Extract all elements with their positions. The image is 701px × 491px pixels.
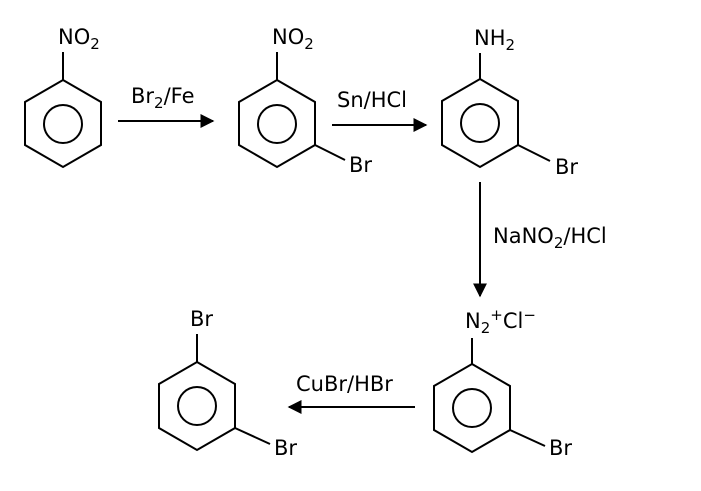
nitro-group-label: NO2 (58, 25, 100, 53)
bromo-label: Br (555, 155, 578, 179)
m-bromonitrobenzene: NO2 Br (238, 25, 372, 177)
aromatic-circle (177, 386, 217, 426)
benzene-ring (158, 360, 236, 452)
bond-to-bromo-meta (234, 427, 271, 445)
bond-to-bromo (517, 144, 551, 162)
benzene-ring (24, 78, 102, 169)
reagent-step-3: NaNO2/HCl (493, 224, 607, 252)
reagent-step-4: CuBr/HBr (296, 372, 393, 396)
bromo-label: Br (549, 436, 572, 460)
aromatic-circle (43, 104, 83, 144)
m-bromobenzenediazonium-chloride: N2+Cl− Br (433, 306, 572, 460)
benzene-ring (433, 362, 511, 454)
bromo-label: Br (349, 153, 372, 177)
m-dibromobenzene: Br Br (158, 307, 297, 460)
bromo-label: Br (274, 436, 297, 460)
reagent-step-2: Sn/HCl (337, 88, 407, 112)
m-bromoaniline: NH2 Br (441, 26, 578, 179)
bromo-label: Br (190, 307, 213, 331)
benzene-ring (238, 78, 316, 169)
benzene-ring (441, 77, 519, 169)
amino-group-label: NH2 (474, 26, 515, 54)
bond-to-bromo (314, 144, 346, 161)
aromatic-circle (460, 103, 500, 143)
diazonium-label: N2+Cl− (465, 306, 536, 337)
aromatic-circle (257, 104, 297, 144)
nitro-group-label: NO2 (272, 25, 314, 53)
nitrobenzene: NO2 (24, 25, 102, 169)
reagent-step-1: Br2/Fe (131, 84, 195, 112)
aromatic-circle (452, 388, 492, 428)
bond-to-bromo (509, 429, 546, 447)
